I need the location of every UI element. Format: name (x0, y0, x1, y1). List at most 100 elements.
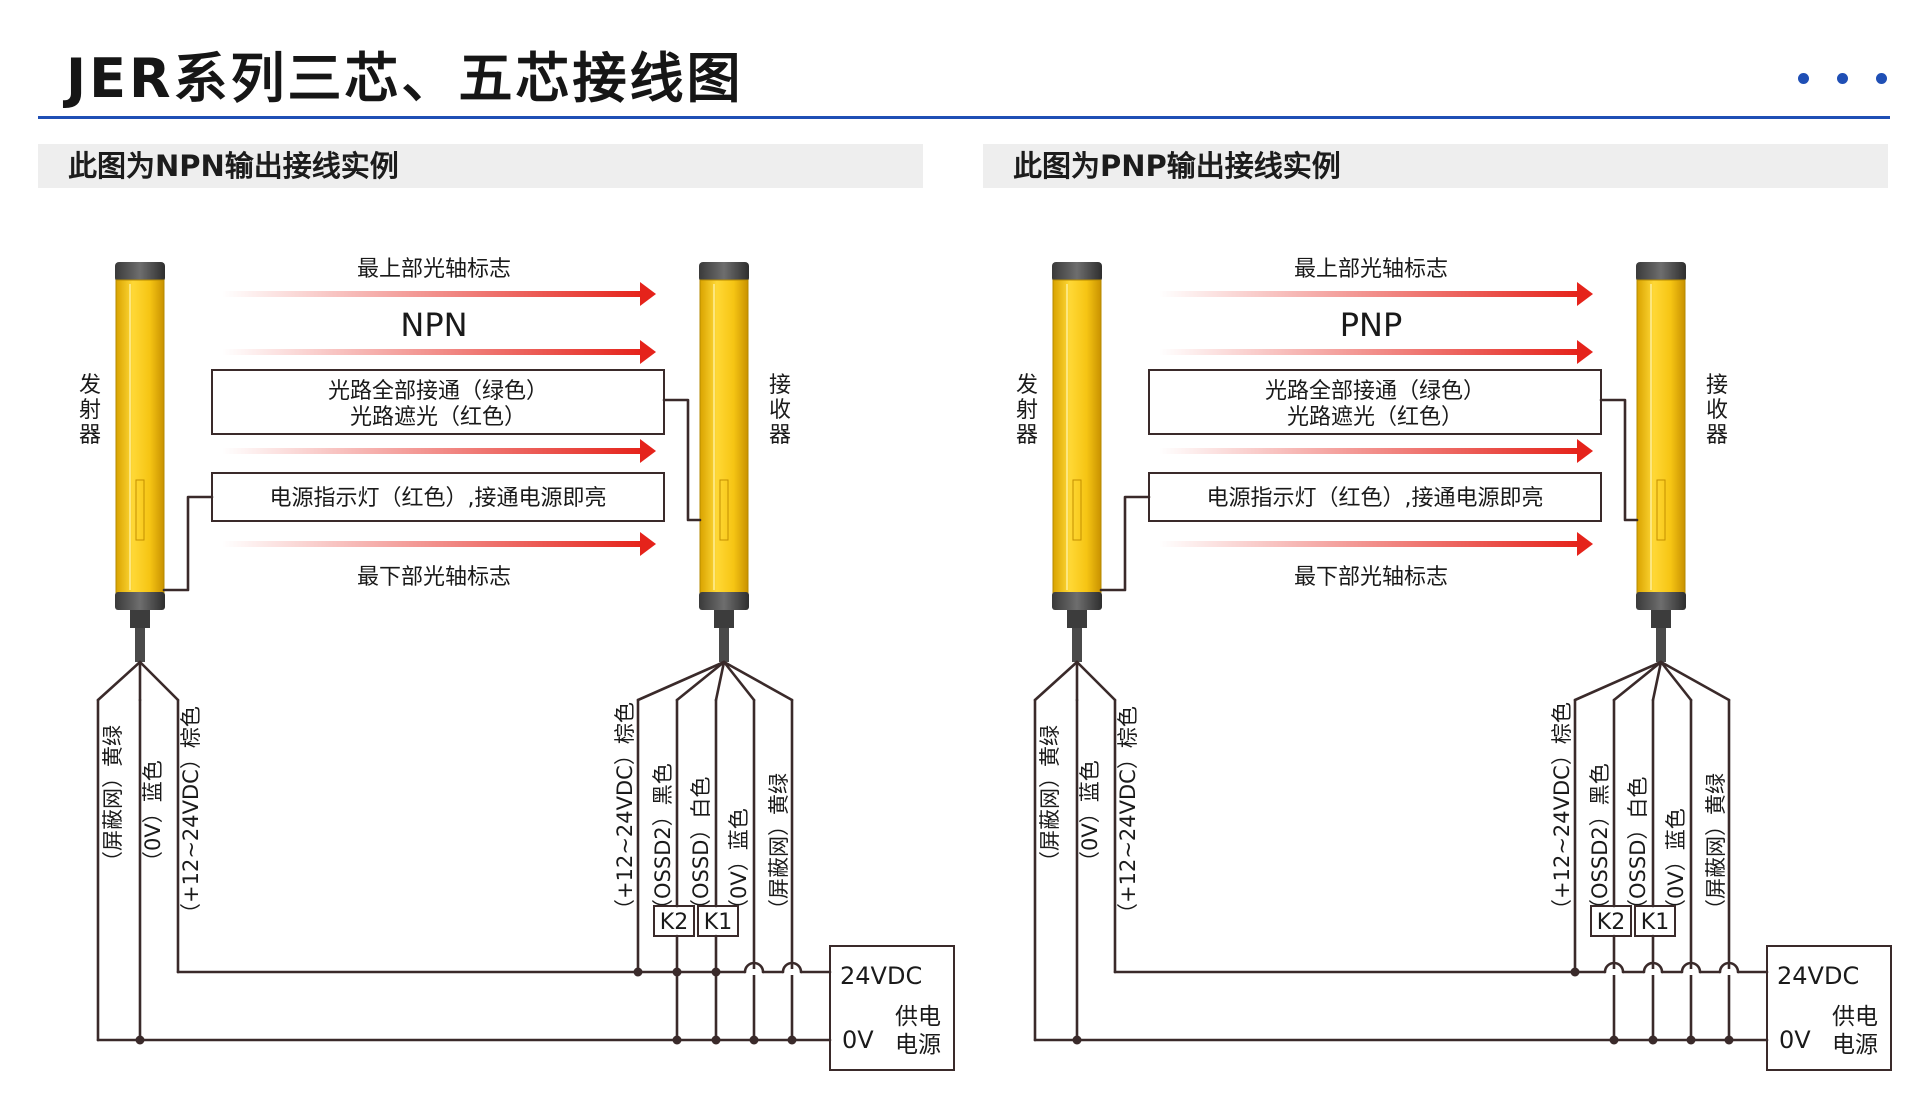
cross-ossd-hop (1642, 961, 1664, 974)
emitter-wire-label-2: （+12~24VDC）棕色 (179, 706, 203, 924)
receiver-label-char-2: 器 (769, 423, 791, 448)
junction-k1-0v (711, 1035, 721, 1045)
emitter-label-char-2: 器 (79, 423, 101, 448)
power-supply-box (829, 945, 955, 1071)
supply-label-1: 供电 (1832, 1004, 1878, 1030)
receiver-sensor-body (699, 279, 749, 595)
arrow-top-shaft (1159, 291, 1579, 297)
emitter-sensor-bottom-cap (1052, 592, 1102, 610)
emitter-wire-label-1: （0V）蓝色 (1078, 760, 1102, 872)
junction-k2-0v (672, 1035, 682, 1045)
receiver-wire-label-0: （+12~24VDC）棕色 (1550, 702, 1574, 920)
emitter-label-char-0: 发 (1016, 373, 1038, 398)
status-box (1148, 369, 1602, 435)
receiver-sensor-body (1636, 279, 1686, 595)
power-box-label: 电源指示灯（红色）,接通电源即亮 (270, 486, 607, 511)
junction-k1-0v (1648, 1035, 1658, 1045)
junction-receiver-pos (1570, 967, 1580, 977)
section-pnp-title: 此图为PNP输出接线实例 (1013, 149, 1341, 183)
emitter-fan-0 (96, 660, 142, 702)
title-divider (38, 116, 1890, 119)
receiver-label-char-1: 收 (769, 398, 791, 423)
receiver-wire-label-3: （0V）蓝色 (1664, 808, 1688, 920)
arrow-bottom-head (640, 532, 656, 556)
status-box-line1: 光路全部接通（绿色） (1265, 379, 1485, 404)
receiver-fan-4 (1659, 660, 1731, 702)
status-box-line2: 光路遮光（红色） (1287, 405, 1463, 430)
emitter-label-char-2: 器 (1016, 423, 1038, 448)
status-leader-line (1599, 398, 1639, 522)
arrow-bottom-shaft (1159, 541, 1579, 547)
supply-label-1: 供电 (895, 1004, 941, 1030)
supply-zero-label: 0V (842, 1026, 874, 1054)
receiver-sensor-mark (1656, 479, 1666, 541)
junction-receiver-0v (749, 1035, 759, 1045)
status-box (211, 369, 665, 435)
status-box-line2: 光路遮光（红色） (350, 405, 526, 430)
supply-voltage-label: 24VDC (840, 962, 922, 990)
npn-panel: 发射器接收器最上部光轴标志NPN光路全部接通（绿色）光路遮光（红色）电源指示灯（… (79, 257, 955, 1071)
power-leader-line (1099, 495, 1151, 592)
receiver-sensor-cable (719, 628, 729, 662)
mode-label: NPN (400, 306, 467, 344)
receiver-sensor-mark (719, 479, 729, 541)
receiver-wire-label-1: （OSSD2）黑色 (1588, 763, 1612, 920)
cross-ossd2-gap (1605, 969, 1623, 975)
relay-k2-box (1590, 905, 1632, 937)
mode-label: PNP (1340, 306, 1403, 344)
relay-k2-label: K2 (660, 910, 688, 935)
section-pnp-header: 此图为PNP输出接线实例 (983, 144, 1888, 188)
supply-zero-label: 0V (1779, 1026, 1811, 1054)
relay-k2-box (653, 905, 695, 937)
arrow-middle-head (640, 439, 656, 463)
arrow-top-head (1577, 282, 1593, 306)
emitter-wire-label-2: （+12~24VDC）棕色 (1116, 706, 1140, 924)
power-supply-box (1766, 945, 1892, 1071)
section-npn-title: 此图为NPN输出接线实例 (68, 149, 399, 183)
cross-0v-hop (1680, 961, 1702, 974)
arrow-bottom-head (1577, 532, 1593, 556)
junction-emitter-0v (135, 1035, 145, 1045)
arrow-mode-head (1577, 340, 1593, 364)
dot-2-icon (1837, 73, 1848, 84)
relay-k1-box (1634, 905, 1676, 937)
arrow-middle-head (1577, 439, 1593, 463)
relay-k1-label: K1 (704, 910, 732, 935)
emitter-label-char-1: 射 (1016, 398, 1038, 423)
power-box-label: 电源指示灯（红色）,接通电源即亮 (1207, 486, 1544, 511)
cross-0v-hop (743, 961, 765, 974)
emitter-sensor-mark (135, 479, 145, 541)
emitter-sensor-gland (1067, 610, 1087, 628)
pnp-panel: 发射器接收器最上部光轴标志PNP光路全部接通（绿色）光路遮光（红色）电源指示灯（… (1016, 257, 1892, 1071)
arrow-top-head (640, 282, 656, 306)
arrow-mode-shaft (1159, 349, 1579, 355)
power-leader-line (162, 495, 214, 592)
receiver-fan-0 (636, 660, 726, 702)
emitter-sensor-cable (1072, 628, 1082, 662)
cross-shield-hop (1718, 961, 1740, 974)
emitter-wire-label-0: （屏蔽网）黄绿 (1038, 725, 1062, 872)
power-box (1148, 472, 1602, 522)
receiver-fan-2 (1651, 660, 1663, 702)
receiver-fan-1 (1612, 660, 1663, 702)
emitter-sensor-top-cap (115, 262, 165, 282)
supply-label-2: 电源 (895, 1032, 941, 1058)
receiver-wire-label-2: （OSSD）白色 (689, 777, 713, 920)
top-axis-label: 最上部光轴标志 (1294, 257, 1448, 282)
receiver-wire-label-4: （屏蔽网）黄绿 (1704, 773, 1728, 920)
emitter-wire-label-1: （0V）蓝色 (141, 760, 165, 872)
dot-1-icon (1798, 73, 1809, 84)
emitter-wire-label-0: （屏蔽网）黄绿 (101, 725, 125, 872)
arrow-top-shaft (222, 291, 642, 297)
bottom-axis-label: 最下部光轴标志 (1294, 565, 1448, 590)
receiver-fan-2 (714, 660, 726, 702)
emitter-sensor-body (115, 279, 165, 595)
arrow-mode-shaft (222, 349, 642, 355)
receiver-sensor-top-cap (1636, 262, 1686, 282)
junction-receiver-pos (633, 967, 643, 977)
emitter-label-char-1: 射 (79, 398, 101, 423)
junction-k2-0v (1609, 1035, 1619, 1045)
receiver-fan-4 (722, 660, 794, 702)
junction-receiver-0v (1686, 1035, 1696, 1045)
